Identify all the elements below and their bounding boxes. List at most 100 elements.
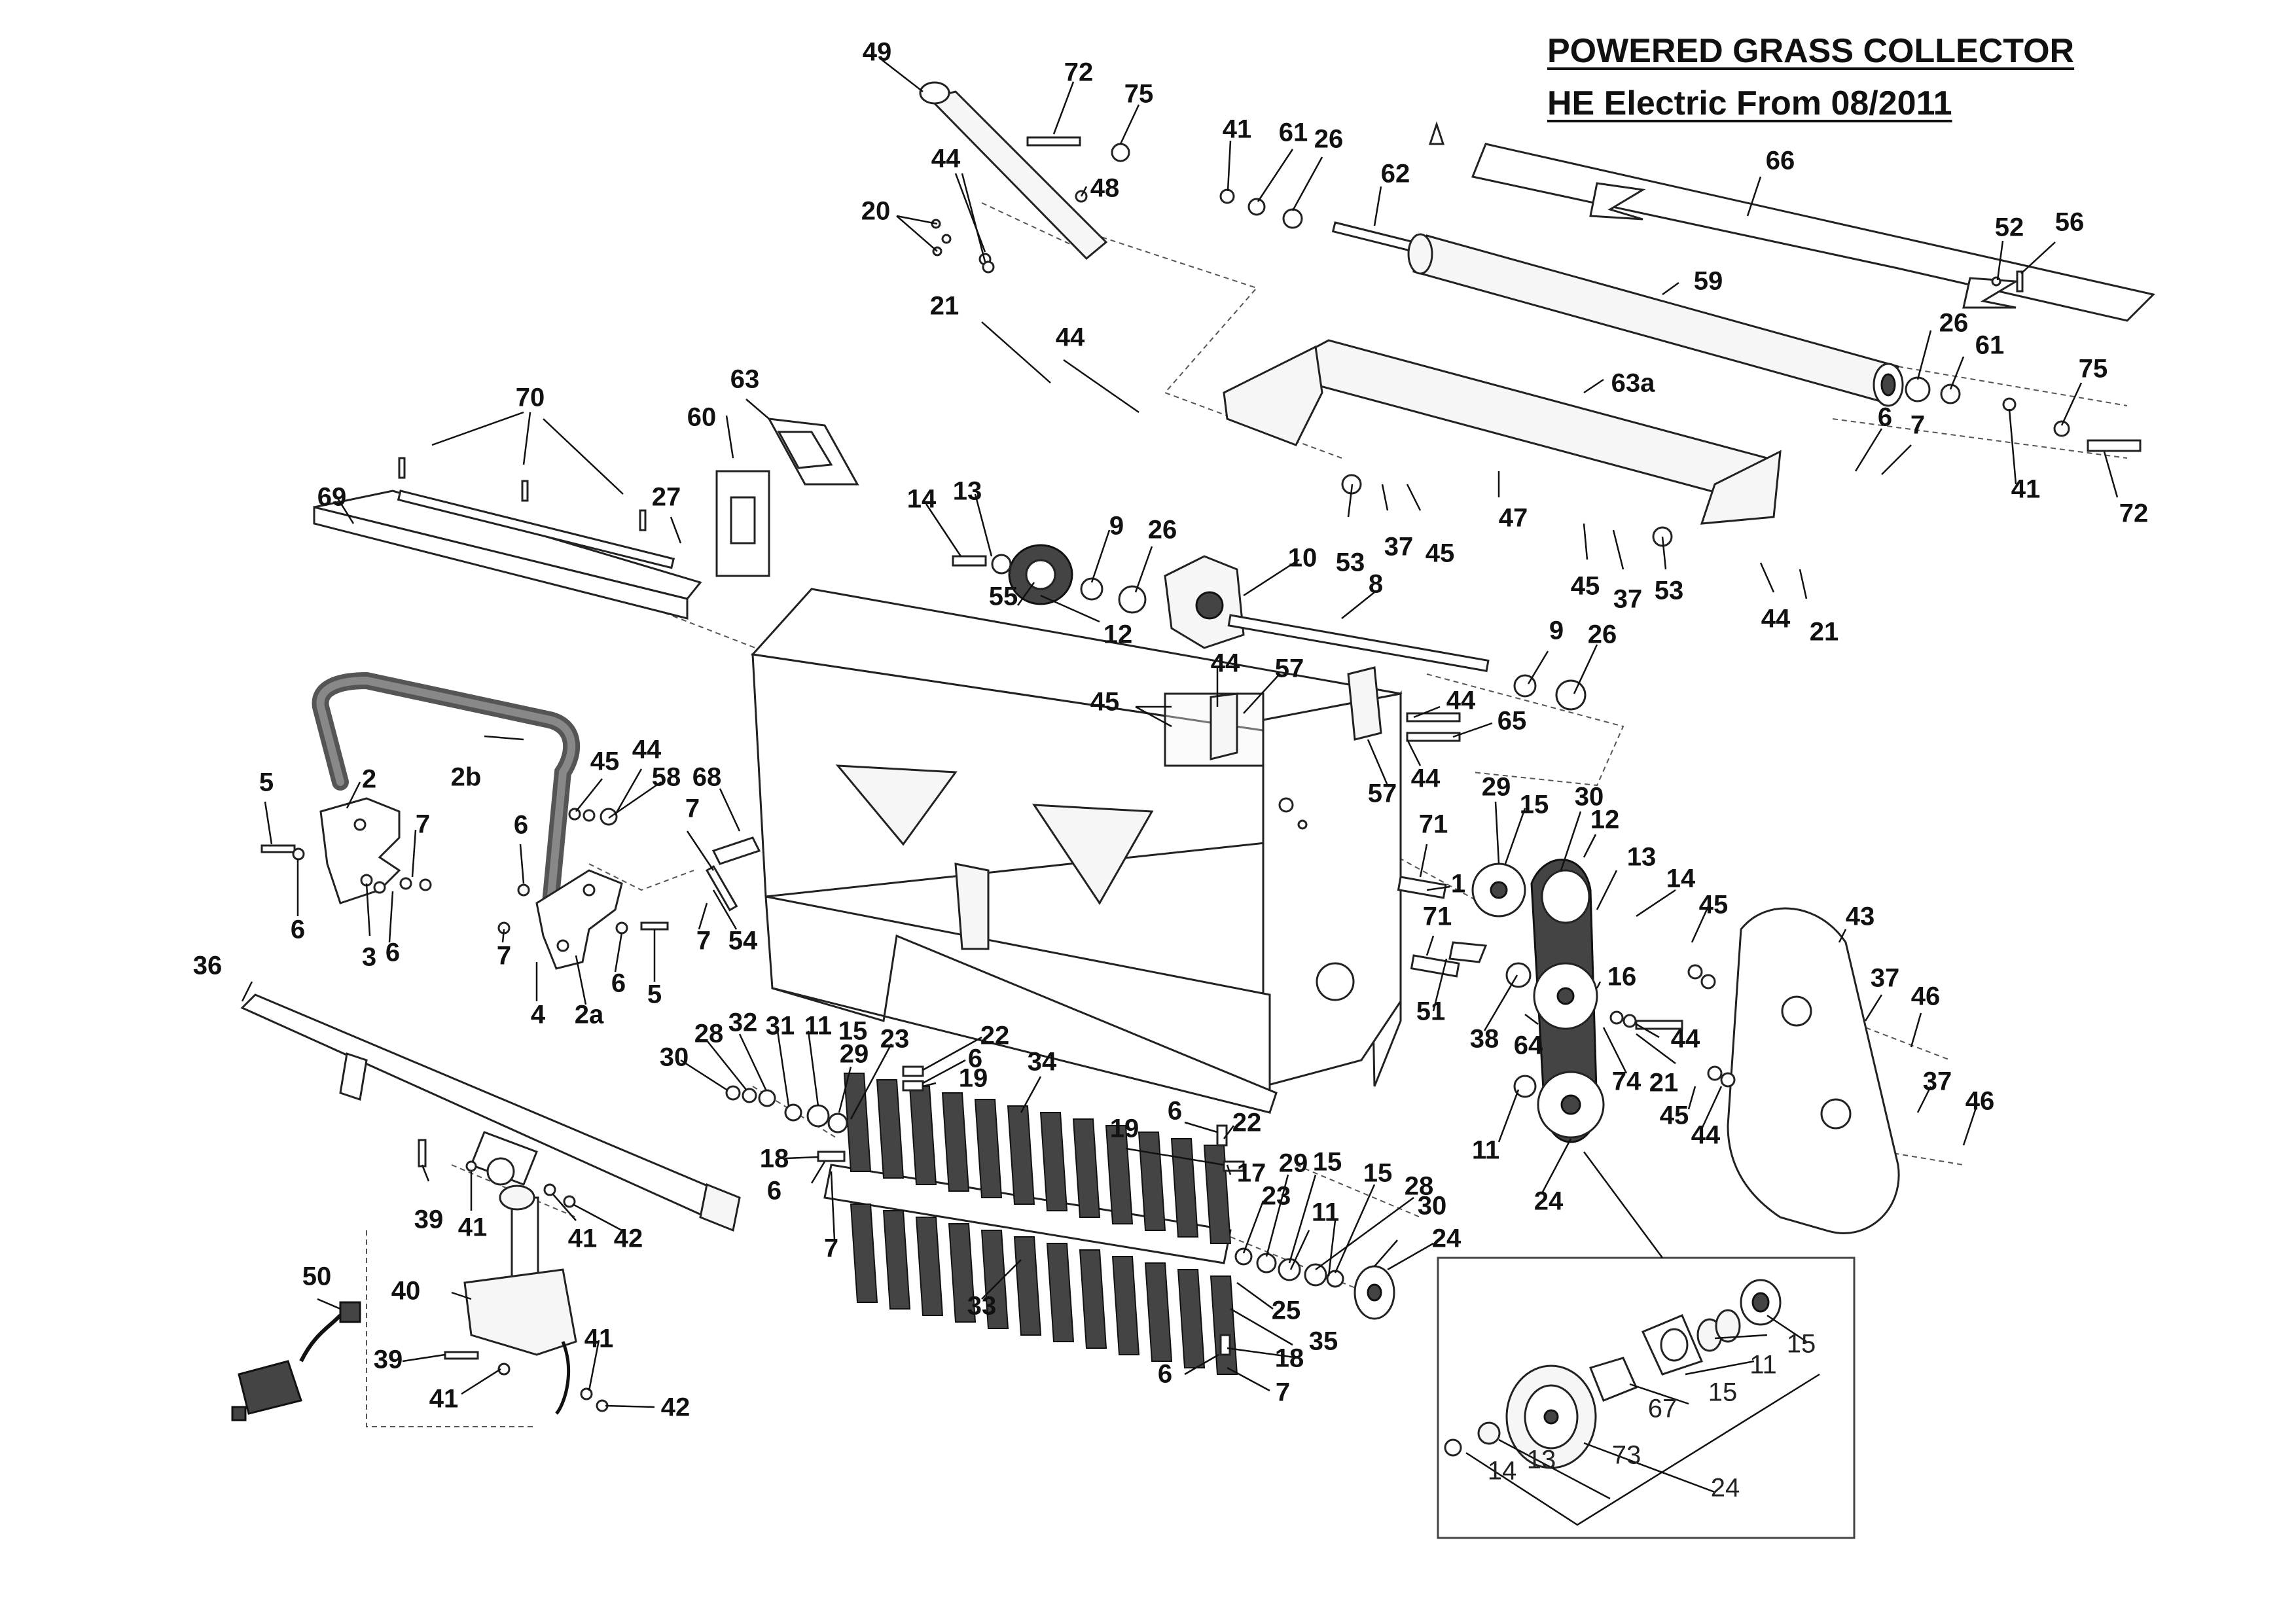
- callout-24: 24: [1534, 1187, 1564, 1216]
- callout-55: 55: [989, 582, 1018, 611]
- callout-26: 26: [1939, 309, 1969, 338]
- callout-21: 21: [930, 292, 960, 321]
- callout-2b: 2b: [451, 763, 482, 792]
- inset-callout-15: 15: [1708, 1378, 1738, 1407]
- callout-47: 47: [1499, 504, 1528, 533]
- callout-46: 46: [1965, 1087, 1995, 1116]
- callout-44: 44: [1411, 764, 1441, 793]
- callout-74: 74: [1612, 1067, 1641, 1096]
- callout-23: 23: [880, 1025, 910, 1054]
- callout-53: 53: [1336, 548, 1365, 577]
- diagram-subtitle: HE Electric From 08/2011: [1547, 84, 1952, 122]
- callout-45: 45: [1571, 572, 1600, 601]
- collector-frame-63a: [1223, 339, 1782, 547]
- bracket-60: [715, 470, 770, 577]
- callout-11: 11: [1312, 1198, 1339, 1227]
- callout-45: 45: [1699, 891, 1729, 919]
- callout-44: 44: [1671, 1025, 1700, 1054]
- inset-callout-73: 73: [1612, 1441, 1641, 1470]
- callout-13: 13: [953, 477, 982, 506]
- callout-8: 8: [1369, 570, 1383, 599]
- callout-23: 23: [1262, 1182, 1291, 1211]
- leader-lines: [241, 60, 2119, 1408]
- actuator-40: [463, 1185, 577, 1415]
- callout-19: 19: [959, 1064, 988, 1093]
- handle-bracket-left: [319, 797, 401, 904]
- bracket-63: [767, 418, 859, 486]
- callout-15: 15: [838, 1017, 868, 1046]
- callout-42: 42: [614, 1224, 643, 1253]
- callout-39: 39: [414, 1205, 444, 1234]
- callout-69: 69: [317, 483, 347, 512]
- callout-45: 45: [590, 747, 620, 776]
- brush-rotor-33: [823, 1073, 1238, 1375]
- flap-screws-70: [398, 457, 647, 531]
- inset-callout-67: 67: [1648, 1395, 1677, 1423]
- callout-22: 22: [1232, 1109, 1262, 1137]
- callout-50: 50: [302, 1262, 332, 1291]
- callout-58: 58: [652, 763, 681, 792]
- diagram-title: POWERED GRASS COLLECTOR: [1547, 32, 2075, 70]
- handle-bar-2b: [312, 671, 580, 918]
- callout-19: 19: [1110, 1115, 1139, 1143]
- callout-7: 7: [1910, 411, 1925, 440]
- callout-44: 44: [1211, 649, 1240, 678]
- callout-36: 36: [193, 952, 223, 980]
- callout-61: 61: [1975, 331, 2005, 360]
- callout-49: 49: [863, 38, 892, 67]
- callout-30: 30: [1575, 783, 1604, 812]
- callout-37: 37: [1384, 533, 1414, 562]
- callout-56: 56: [2055, 208, 2085, 237]
- callout-3: 3: [362, 943, 376, 972]
- callout-29: 29: [840, 1040, 869, 1069]
- flap-plate-69: [313, 490, 702, 620]
- callout-57: 57: [1275, 654, 1304, 683]
- callout-15: 15: [1363, 1159, 1393, 1188]
- callout-18: 18: [1275, 1344, 1304, 1373]
- callout-26: 26: [1148, 516, 1177, 544]
- callout-30: 30: [660, 1043, 689, 1072]
- inset-callout-labels: 15 11 15 67 13 73 14 24: [1488, 1330, 1816, 1503]
- callout-6: 6: [968, 1044, 982, 1073]
- callout-63: 63: [730, 365, 760, 394]
- callout-45: 45: [1090, 688, 1120, 717]
- callout-30: 30: [1418, 1192, 1447, 1221]
- callout-12: 12: [1103, 620, 1133, 649]
- callout-72: 72: [2119, 499, 2149, 528]
- drive-shaft-8: [1227, 614, 1490, 672]
- callout-66: 66: [1766, 147, 1795, 175]
- inset-callout-24: 24: [1711, 1474, 1740, 1503]
- callout-54: 54: [728, 927, 758, 955]
- callout-5: 5: [259, 768, 274, 797]
- rotor-bearings-right: [1216, 1124, 1395, 1356]
- callout-13: 13: [1627, 843, 1657, 872]
- shaft-62: [1331, 221, 1419, 253]
- drive-pulley-55: [952, 544, 1073, 605]
- callout-28: 28: [694, 1020, 724, 1048]
- callout-45: 45: [1660, 1101, 1689, 1130]
- callout-39: 39: [374, 1346, 403, 1374]
- callout-34: 34: [1028, 1048, 1057, 1077]
- callout-38: 38: [1470, 1025, 1499, 1054]
- callout-29: 29: [1482, 773, 1511, 802]
- callout-7: 7: [824, 1234, 838, 1263]
- callout-26: 26: [1314, 125, 1344, 154]
- callout-44: 44: [1761, 605, 1791, 633]
- callout-41: 41: [1223, 115, 1252, 144]
- callout-57: 57: [1368, 779, 1397, 808]
- lever-arm: [919, 81, 1108, 260]
- callout-6: 6: [611, 969, 626, 998]
- callout-46: 46: [1911, 982, 1941, 1011]
- inset-detail-box: [1437, 1151, 1856, 1539]
- callout-42: 42: [661, 1393, 691, 1422]
- flange-bearing-15: [1471, 863, 1526, 918]
- callout-53: 53: [1655, 577, 1684, 605]
- callout-71: 71: [1419, 810, 1448, 839]
- callout-2a: 2a: [575, 1001, 604, 1029]
- callout-9: 9: [1109, 512, 1124, 541]
- callout-7: 7: [416, 810, 430, 839]
- belt-tensioner-12: [1530, 859, 1605, 1143]
- callout-7: 7: [1276, 1378, 1290, 1407]
- callout-41: 41: [429, 1385, 459, 1414]
- callout-10: 10: [1288, 544, 1318, 573]
